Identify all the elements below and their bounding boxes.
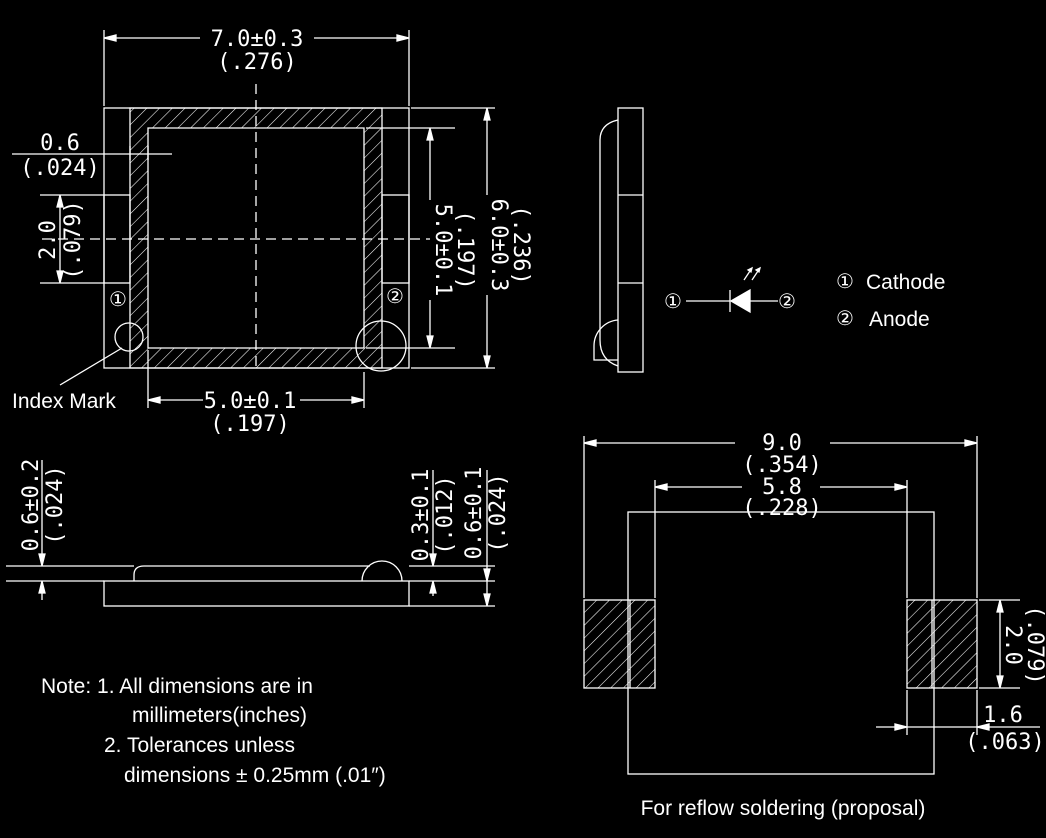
pad-height-inch-label: (.079) bbox=[61, 200, 86, 279]
body-height-inch-label: (.024) bbox=[486, 473, 511, 552]
index-mark-label: Index Mark bbox=[12, 390, 116, 413]
body-height-label: 0.6±0.1 bbox=[462, 467, 487, 560]
side-profile-view bbox=[593, 107, 644, 373]
footprint-outline bbox=[627, 511, 935, 775]
note-line-4: dimensions ± 0.25mm (.01″) bbox=[124, 764, 386, 787]
footprint-pad-width-label: 1.6 bbox=[983, 703, 1023, 728]
pin1-marker: ① bbox=[109, 287, 127, 311]
footprint-inner-inch-label: (.228) bbox=[742, 496, 821, 521]
legend-cathode-num: ① bbox=[836, 269, 854, 293]
note-line-2: millimeters(inches) bbox=[132, 704, 307, 727]
pad-offset-label: 0.6 bbox=[40, 131, 80, 156]
footprint-pad-height-inch-label: (.079) bbox=[1022, 605, 1046, 684]
side-view-base bbox=[103, 580, 410, 607]
legend-cathode-label: Cathode bbox=[866, 271, 945, 294]
right-solder-pad bbox=[906, 599, 978, 689]
footprint-overall-inch-label: (.354) bbox=[742, 453, 821, 478]
footprint-caption: For reflow soldering (proposal) bbox=[641, 797, 926, 820]
legend-anode-label: Anode bbox=[869, 308, 930, 331]
overall-height-inch-label: (.236) bbox=[508, 205, 533, 284]
top-width-label: 7.0±0.3 bbox=[211, 27, 304, 52]
side-view-lens bbox=[361, 560, 403, 582]
inner-width-label: 5.0±0.1 bbox=[204, 389, 297, 414]
footprint-overall-label: 9.0 bbox=[762, 431, 802, 456]
side-height-label: 0.6±0.2 bbox=[19, 459, 44, 552]
led-schematic bbox=[686, 266, 778, 314]
side-height-inch-label: (.024) bbox=[43, 465, 68, 544]
note-line-1: Note: 1. All dimensions are in bbox=[41, 675, 313, 698]
pad-height-label: 2.0 bbox=[36, 220, 61, 260]
note-line-3: 2. Tolerances unless bbox=[104, 734, 295, 757]
inner-height-inch-label: (.197) bbox=[452, 210, 477, 289]
index-mark-circle bbox=[114, 322, 144, 352]
left-solder-pad bbox=[583, 599, 656, 689]
top-width-inch-label: (.276) bbox=[217, 50, 296, 75]
lens-height-label: 0.3±0.1 bbox=[409, 469, 434, 562]
legend-anode-num: ② bbox=[836, 306, 854, 330]
side-profile-lens bbox=[599, 119, 619, 367]
schematic-pin1: ① bbox=[664, 289, 682, 313]
footprint-pad-width-inch-label: (.063) bbox=[965, 730, 1044, 755]
side-profile-body bbox=[617, 107, 644, 373]
side-view bbox=[6, 460, 495, 607]
right-corner-circle bbox=[355, 320, 407, 372]
pad-offset-inch-label: (.024) bbox=[20, 156, 99, 181]
overall-height-label: 6.0±0.3 bbox=[486, 199, 511, 292]
footprint-inner-label: 5.8 bbox=[762, 475, 802, 500]
reflow-footprint bbox=[583, 436, 1040, 775]
side-view-top bbox=[133, 565, 370, 581]
footprint-pad-height-label: 2.0 bbox=[1000, 625, 1025, 665]
pin2-marker: ② bbox=[386, 284, 404, 308]
schematic-pin2: ② bbox=[778, 289, 796, 313]
top-view bbox=[12, 30, 495, 408]
inner-width-inch-label: (.197) bbox=[210, 412, 289, 437]
lens-height-inch-label: (.012) bbox=[433, 475, 458, 554]
inner-height-label: 5.0±0.1 bbox=[430, 204, 455, 297]
